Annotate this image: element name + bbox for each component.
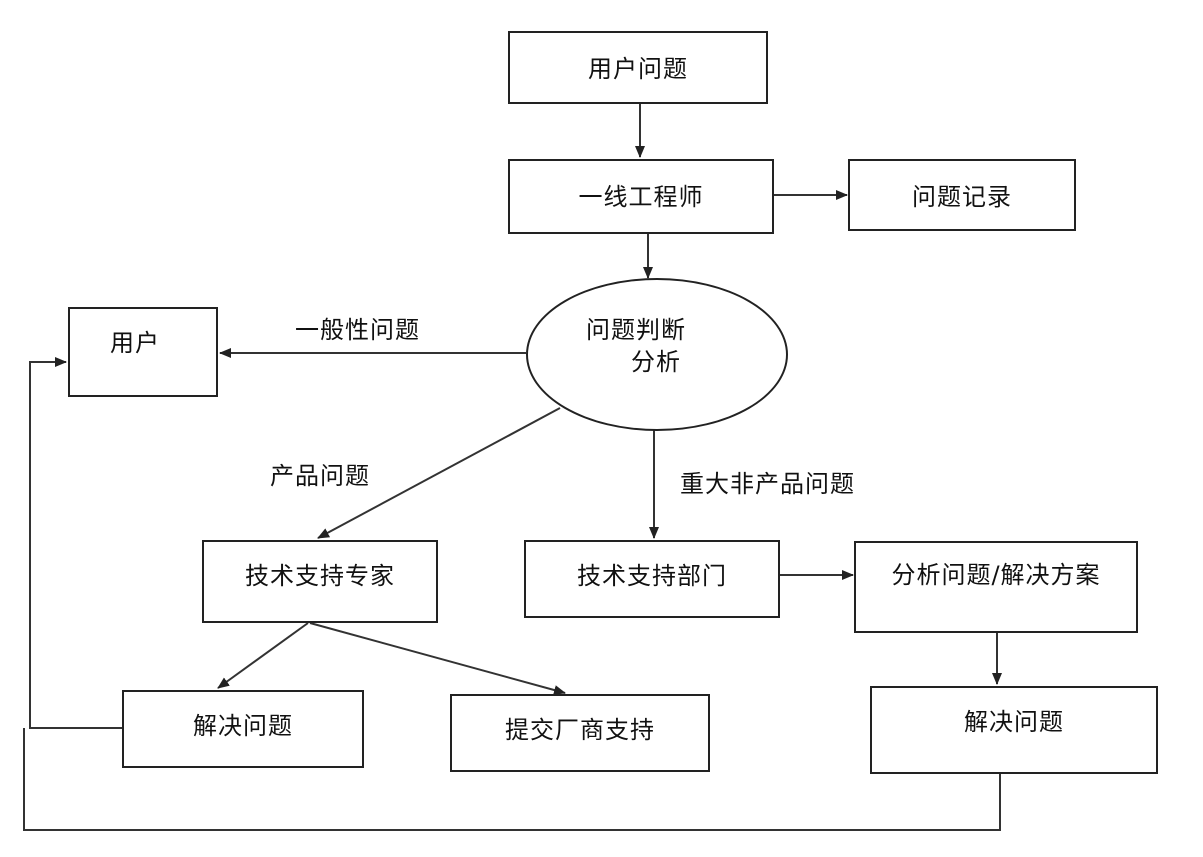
node-analyze-solution: 分析问题/解决方案 <box>854 541 1138 633</box>
node-vendor-support-label: 提交厂商支持 <box>505 716 655 744</box>
node-resolve-right: 解决问题 <box>870 686 1158 774</box>
edge-label-general: 一般性问题 <box>295 316 420 344</box>
edge-label-major-non-product: 重大非产品问题 <box>680 470 855 498</box>
node-frontline-engineer-label: 一线工程师 <box>578 183 704 211</box>
node-tech-expert: 技术支持专家 <box>202 540 438 623</box>
feedback-resolve-right-to-user <box>23 728 1001 831</box>
node-tech-dept-label: 技术支持部门 <box>577 562 727 590</box>
node-user: 用户 <box>68 307 218 397</box>
arrow-expert-to-resolve <box>217 622 309 689</box>
edge-label-product: 产品问题 <box>270 462 370 490</box>
arrow-expert-to-vendor <box>309 622 566 695</box>
node-problem-record: 问题记录 <box>848 159 1076 231</box>
node-user-problem: 用户问题 <box>508 31 768 104</box>
node-problem-record-label: 问题记录 <box>912 183 1012 211</box>
node-resolve-left: 解决问题 <box>122 690 364 768</box>
node-user-label: 用户 <box>110 329 160 357</box>
node-user-problem-label: 用户问题 <box>588 55 688 83</box>
node-resolve-left-label: 解决问题 <box>193 712 293 740</box>
node-vendor-support: 提交厂商支持 <box>450 694 710 772</box>
node-problem-analysis: 问题判断 分析 <box>526 278 788 431</box>
node-resolve-right-label: 解决问题 <box>964 708 1064 736</box>
feedback-resolve-left-to-user <box>29 357 122 729</box>
node-problem-analysis-line2: 分析 <box>631 348 681 376</box>
arrow-analysis-to-expert <box>317 407 561 539</box>
node-tech-dept: 技术支持部门 <box>524 540 780 618</box>
node-tech-expert-label: 技术支持专家 <box>245 562 395 590</box>
node-analyze-solution-label: 分析问题/解决方案 <box>891 561 1101 589</box>
node-frontline-engineer: 一线工程师 <box>508 159 774 234</box>
node-problem-analysis-line1: 问题判断 <box>586 316 686 344</box>
